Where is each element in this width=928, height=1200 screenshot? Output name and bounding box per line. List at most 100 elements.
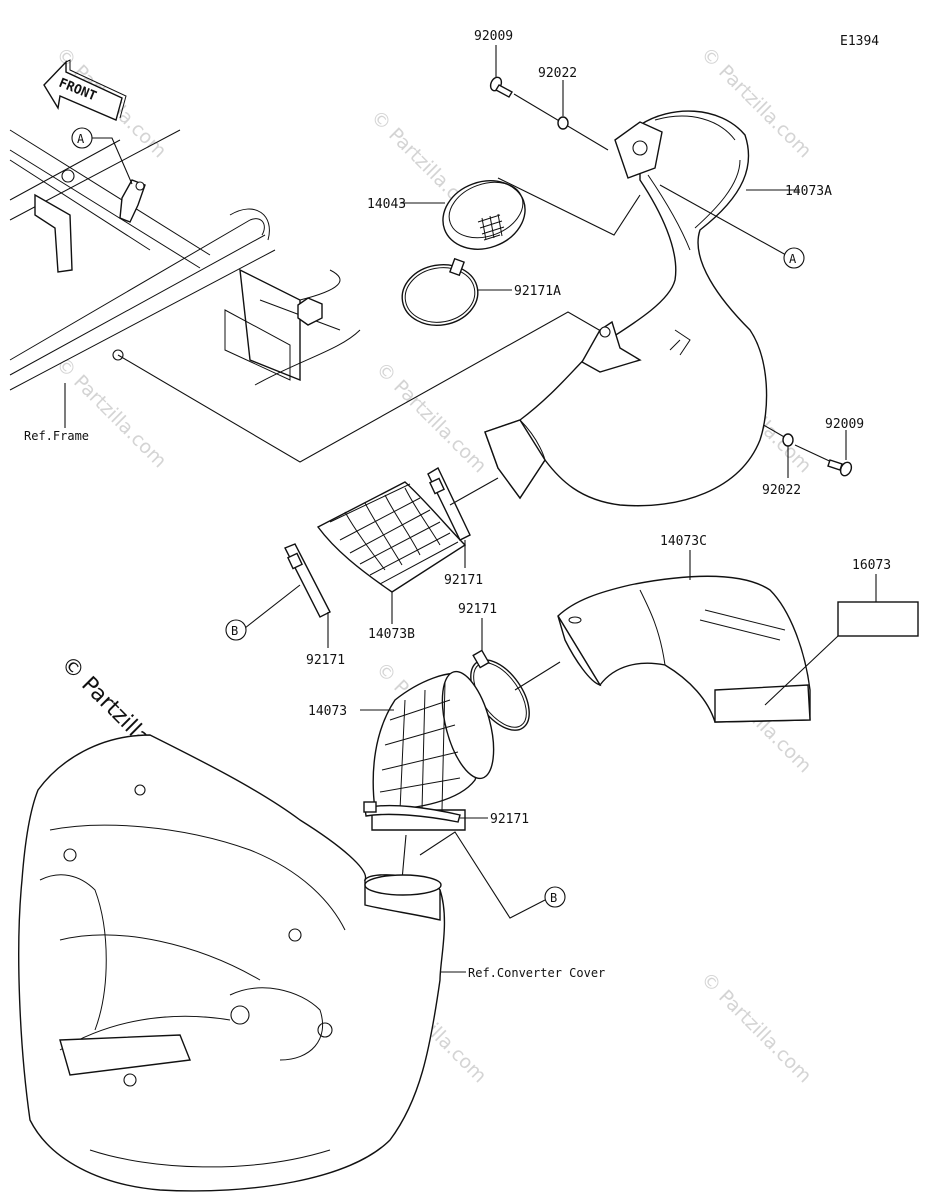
front-arrow-shape	[43, 60, 123, 121]
screw-92009-top	[489, 76, 513, 98]
clamp-92171-bottom	[363, 801, 461, 823]
clamp-screw	[472, 649, 490, 669]
callout-a-right	[783, 247, 805, 269]
clamp-band	[284, 543, 331, 618]
duct-inlet-hole	[568, 616, 582, 624]
clamp-screw	[287, 552, 303, 570]
frame-plate	[224, 309, 291, 381]
duct-14073c	[557, 575, 811, 723]
screen-rim	[448, 181, 524, 239]
duct-14073a	[484, 110, 768, 507]
screw-shank	[495, 84, 513, 98]
label-14073: 14073	[308, 704, 347, 719]
front-arrow-edge	[65, 59, 127, 119]
duct-mount-hole	[632, 140, 648, 156]
cover-bolt	[123, 1073, 137, 1087]
label-14073a: 14073A	[785, 184, 832, 199]
clamp-92171a	[401, 257, 479, 326]
clamp-band	[364, 804, 461, 823]
leader-elbow-cover	[401, 834, 407, 881]
callout-b-right-text: B	[550, 891, 557, 905]
label-plate-16073	[837, 601, 919, 637]
screw-shank	[827, 459, 843, 471]
washer-92022-right	[782, 433, 794, 447]
elbow-grid	[379, 681, 461, 811]
frame-bracket	[34, 193, 73, 273]
screen-mesh	[477, 213, 505, 241]
label-92171-c: 92171	[458, 602, 497, 617]
screen-14043	[442, 180, 526, 250]
watermark-text: © Partzilla.com	[371, 358, 490, 477]
elbow-rim	[441, 670, 495, 780]
cover-bolt	[134, 784, 146, 796]
screw-92009-right	[827, 459, 853, 477]
washer-92022-top	[557, 116, 569, 130]
converter-cover	[18, 734, 446, 1192]
leader-b-right	[419, 831, 546, 919]
clamp-screw	[449, 257, 465, 277]
duct-lower-hole	[599, 326, 611, 338]
leader-a-right	[659, 184, 787, 256]
cover-plate	[59, 1034, 191, 1076]
leader-a-left	[92, 137, 133, 185]
callout-a-left-text: A	[77, 132, 85, 146]
leader-label-duct	[764, 635, 839, 706]
clamp-92171-lower	[284, 543, 331, 618]
leader-clamp-duct	[514, 661, 561, 691]
cover-bolt	[230, 1005, 250, 1025]
duct-outlet-rim	[484, 419, 546, 500]
watermark-text: © Partzilla.com	[696, 968, 815, 1087]
label-92022-top: 92022	[538, 66, 577, 81]
clamp-ring	[401, 264, 479, 326]
clamp-screw	[363, 801, 377, 813]
frame-assembly	[9, 129, 361, 391]
label-92009-right: 92009	[825, 417, 864, 432]
frame-hole	[135, 181, 145, 191]
cover-contours	[39, 874, 331, 1168]
duct-body	[484, 110, 768, 507]
label-16073: 16073	[852, 558, 891, 573]
callout-b-left	[225, 619, 247, 641]
leader-b-left	[244, 584, 301, 629]
frame-rail	[9, 129, 211, 269]
frame-gusset	[239, 268, 301, 382]
frame-tab	[119, 179, 146, 223]
label-14043: 14043	[367, 197, 406, 212]
watermark-text: © Partzilla.com	[51, 353, 170, 472]
callout-a-right-text: A	[789, 252, 797, 266]
duct-outlet	[714, 684, 811, 723]
duct-body	[557, 575, 811, 723]
frame-nut	[297, 297, 323, 326]
clamp-92171-upper	[427, 467, 471, 541]
duct-inlet	[557, 615, 602, 687]
frame-hole	[61, 169, 75, 183]
label-92171-b: 92171	[306, 653, 345, 668]
label-92171-a: 92171	[444, 573, 483, 588]
screen-body	[442, 180, 526, 250]
label-92009-top: 92009	[474, 29, 513, 44]
ref-frame-label: Ref.Frame	[24, 429, 89, 443]
duct-contour	[639, 589, 786, 666]
label-92171a: 92171A	[514, 284, 561, 299]
cover-inlet-rim	[364, 874, 442, 896]
duct-arrow-mark	[669, 329, 691, 356]
cover-boss	[229, 987, 324, 1061]
cover-bolt	[288, 928, 302, 942]
cover-bolt	[63, 848, 77, 862]
label-14073c: 14073C	[660, 534, 707, 549]
label-92171-d: 92171	[490, 812, 529, 827]
duct-contour	[647, 115, 741, 251]
frame-tube	[9, 219, 276, 391]
leader-bellows-duct	[449, 477, 499, 506]
label-92022-right: 92022	[762, 483, 801, 498]
leader-screen-duct	[497, 177, 641, 236]
ref-converter-label: Ref.Converter Cover	[468, 966, 605, 980]
cover-bolt	[317, 1022, 333, 1038]
label-14073b: 14073B	[368, 627, 415, 642]
clamp-screw	[429, 477, 445, 495]
screw-head	[839, 461, 853, 477]
bellows-ribs	[329, 483, 459, 585]
callout-b-right	[544, 886, 566, 908]
